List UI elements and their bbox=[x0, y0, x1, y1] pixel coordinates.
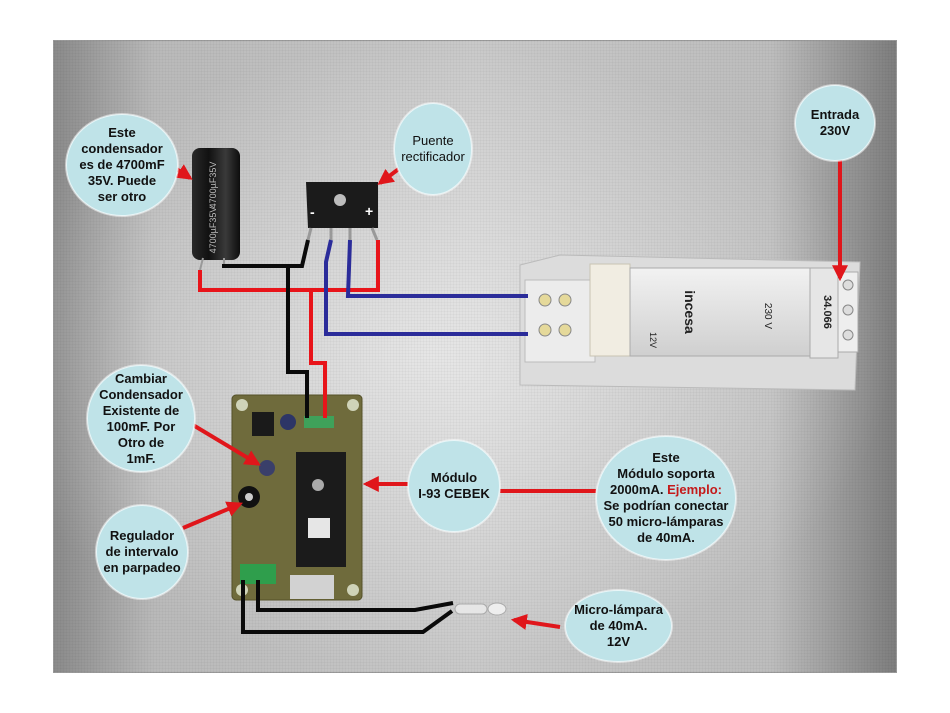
callout-input-230v: Entrada 230V bbox=[795, 85, 875, 161]
svg-text:12V: 12V bbox=[648, 332, 658, 348]
arrow-regulator bbox=[182, 501, 243, 530]
callout-module: Módulo I-93 CEBEK bbox=[408, 440, 500, 532]
callout-change-capacitor: Cambiar Condensador Existente de 100mF. … bbox=[87, 365, 195, 472]
capacity-line-3a: 2000mA. bbox=[609, 482, 668, 497]
svg-text:34.066: 34.066 bbox=[821, 295, 833, 329]
wire-red-to-module bbox=[309, 290, 327, 418]
bridge-plus-label: + bbox=[365, 203, 374, 219]
svg-text:incesa: incesa bbox=[682, 290, 698, 334]
callout-bridge-rectifier: Puente rectificador bbox=[394, 103, 472, 195]
wire-black-to-module bbox=[286, 266, 309, 418]
callout-module-capacity: Este Módulo soporta 2000mA. Ejemplo: Se … bbox=[596, 436, 736, 560]
capacity-line-5: 50 micro-lámparas bbox=[608, 514, 724, 529]
bridge-minus-label: - bbox=[310, 204, 315, 220]
electrolytic-capacitor: 4700µF35V 4700µF35V bbox=[192, 148, 240, 271]
example-label: Ejemplo: bbox=[667, 482, 722, 497]
callout-interval-regulator: Regulador de intervalo en parpadeo bbox=[96, 505, 188, 599]
transformer: incesa 12V 230 V 34.066 bbox=[519, 254, 861, 391]
callout-change-capacitor-text: Cambiar Condensador Existente de 100mF. … bbox=[99, 370, 183, 466]
wire-black-lamp1 bbox=[256, 580, 454, 612]
capacity-line-6: de 40mA. bbox=[637, 530, 695, 545]
callout-bridge-text: Puente rectificador bbox=[401, 133, 465, 164]
callout-regulator-text: Regulador de intervalo en parpadeo bbox=[103, 528, 181, 575]
wires bbox=[198, 239, 528, 634]
micro-lamp bbox=[454, 602, 507, 616]
wire-black-lamp2 bbox=[241, 580, 454, 634]
capacity-line-1: Este bbox=[652, 450, 680, 465]
callout-input-text: Entrada 230V bbox=[810, 107, 860, 138]
wire-black-capacitor-minus bbox=[222, 239, 310, 268]
svg-text:230 V: 230 V bbox=[762, 303, 773, 329]
capacity-line-4: Se podrían conectar bbox=[603, 498, 729, 513]
wire-blue-ac1 bbox=[345, 239, 528, 298]
callout-capacitor: Este condensador es de 4700mF 35V. Puede… bbox=[66, 114, 178, 216]
arrow-lamp bbox=[510, 614, 561, 630]
callout-lamp-text: Micro-lámpara de 40mA. 12V bbox=[574, 602, 663, 649]
capacity-line-3: 2000mA. Ejemplo: bbox=[604, 482, 729, 498]
svg-text:4700µF35V: 4700µF35V bbox=[208, 207, 218, 254]
callout-micro-lamp: Micro-lámpara de 40mA. 12V bbox=[565, 590, 672, 662]
svg-text:4700µF35V: 4700µF35V bbox=[208, 162, 218, 209]
capacity-line-2: Módulo soporta bbox=[617, 466, 715, 481]
callout-module-text: Módulo I-93 CEBEK bbox=[418, 470, 490, 501]
callout-capacitor-text: Este condensador es de 4700mF 35V. Puede… bbox=[79, 125, 165, 204]
wire-blue-ac2 bbox=[324, 239, 528, 336]
arrow-change-capacitor bbox=[191, 423, 261, 466]
cebek-module-pcb bbox=[231, 394, 363, 601]
arrows bbox=[173, 158, 848, 630]
arrow-bridge bbox=[377, 166, 402, 185]
bridge-rectifier bbox=[306, 182, 379, 241]
